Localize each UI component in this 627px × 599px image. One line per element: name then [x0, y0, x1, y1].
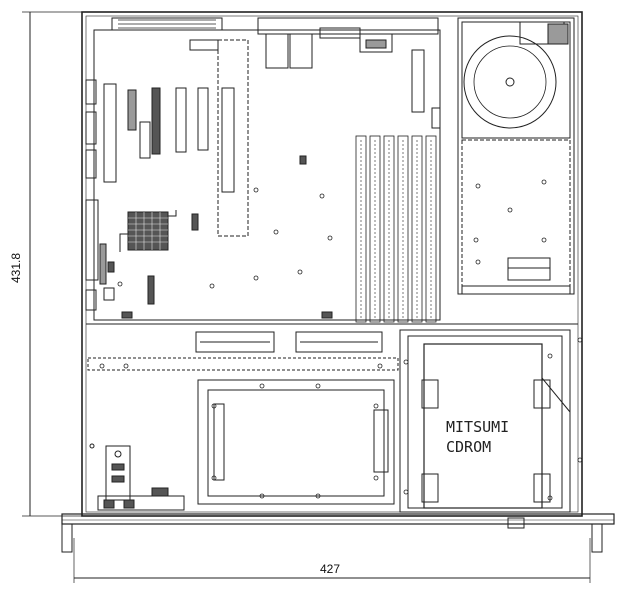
cross-bracket	[86, 323, 578, 371]
depth-dimension-label: 431.8	[9, 253, 23, 283]
width-dimension-label: 427	[320, 562, 340, 576]
chassis-outline	[61, 11, 615, 553]
memory-slots	[355, 135, 437, 323]
cdrom-type-label: CDROM	[446, 438, 491, 456]
width-dimension: 427	[73, 538, 591, 583]
front-panel-board	[89, 443, 185, 511]
power-supply	[457, 17, 575, 295]
cdrom-brand-label: MITSUMI	[446, 418, 509, 436]
cdrom-drive-bay: MITSUMI CDROM	[399, 329, 583, 513]
motherboard	[85, 17, 441, 321]
depth-dimension: 431.8	[9, 11, 82, 517]
hdd-bracket	[197, 379, 395, 505]
